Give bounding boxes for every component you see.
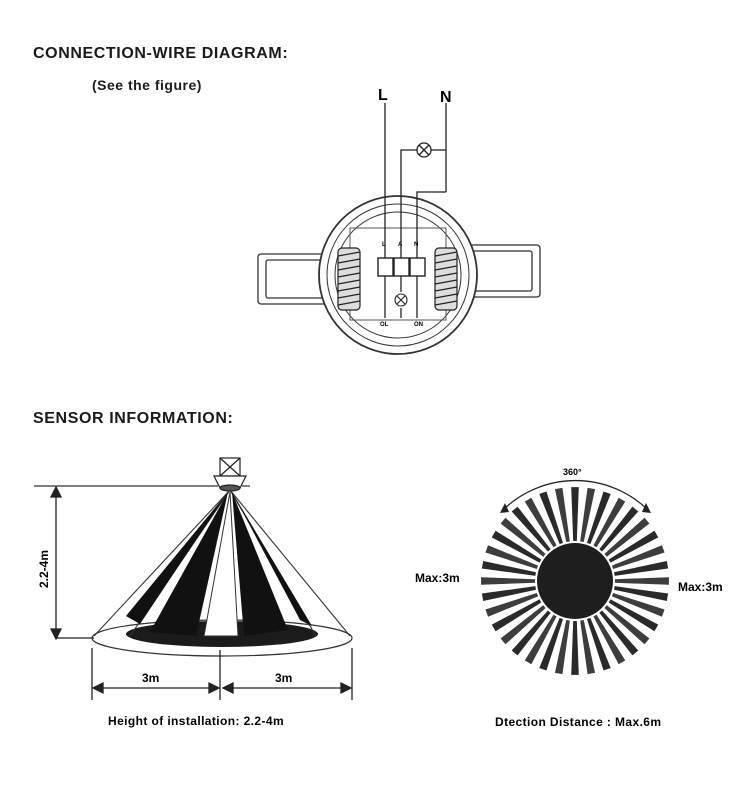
lamp-icon [416,142,432,158]
coverage-arc [502,479,649,511]
left-spring-terminal [337,247,361,311]
detection-ray [593,497,626,548]
connection-subheading: (See the figure) [92,77,202,93]
range-dimensions [91,648,353,700]
terminal-label-a: A [398,242,403,248]
height-range-label: 2.2-4m [37,550,51,588]
right-spring-terminal [434,247,458,311]
detection-ray [586,617,611,671]
terminal-label-ol: OL [380,322,389,328]
detection-ray [614,577,669,585]
detection-ray [485,592,539,617]
detection-ray [604,517,650,557]
detection-ray [608,599,659,632]
installation-height-caption: Height of installation: 2.2-4m [108,714,284,728]
detection-ray [524,497,557,548]
detection-ray [593,614,626,665]
angle-label: 360° [563,467,582,477]
detection-ray [580,620,596,675]
detection-ray [571,620,579,675]
detection-ray [586,491,611,545]
detection-ray [511,506,551,552]
detection-ray [539,617,564,671]
detection-ray [614,560,669,576]
detection-ray [524,614,557,665]
detection-ray [500,517,546,557]
detection-ray [539,491,564,545]
detection-ray [554,620,570,675]
detection-rays [481,487,669,675]
detection-ray [481,586,536,602]
detection-ray [511,610,551,656]
inner-lamp-icon [394,293,408,307]
detection-ray [611,592,665,617]
max-left-label: Max:3m [415,571,460,585]
detection-ray [485,545,539,570]
detection-ray [481,577,536,585]
terminal-label-on: ON [414,322,423,328]
terminal-label-n: N [414,242,418,248]
height-dimension [49,485,94,641]
detection-center [537,543,613,619]
detection-ray [608,530,659,563]
wire-label-n: N [440,89,452,106]
detection-beams [126,492,312,636]
max-right-label: Max:3m [678,580,723,594]
wires [384,103,447,318]
detection-ray [599,506,639,552]
left-range-label: 3m [142,671,159,685]
wire-label-l: L [378,87,388,104]
terminal-block [377,257,426,277]
detection-ray [481,560,536,576]
right-range-label: 3m [275,671,292,685]
connection-heading: CONNECTION-WIRE DIAGRAM: [33,45,289,62]
sensor-heading: SENSOR INFORMATION: [33,410,234,427]
detection-ray [491,530,542,563]
detection-ray [500,605,546,645]
detection-ray [611,545,665,570]
detection-ray [604,605,650,645]
detection-ray [571,487,579,542]
detection-ray [580,487,596,542]
terminal-label-l: L [382,242,386,248]
detection-ray [554,487,570,542]
detection-ray [491,599,542,632]
detection-ray [599,610,639,656]
detection-ray [614,586,669,602]
detection-distance-caption: Dtection Distance : Max.6m [495,715,661,729]
